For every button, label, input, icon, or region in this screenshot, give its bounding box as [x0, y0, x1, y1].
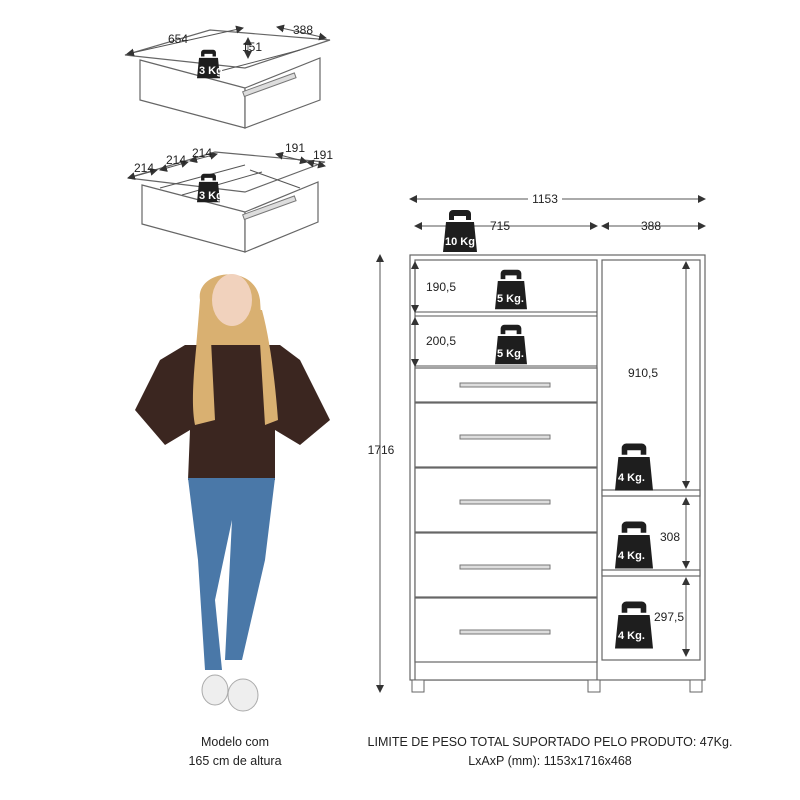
weight-limit-text: LIMITE DE PESO TOTAL SUPORTADO PELO PROD…	[367, 735, 733, 749]
drawers	[414, 367, 598, 663]
shelf2-height-label: 200,5	[426, 334, 456, 348]
product-caption: LIMITE DE PESO TOTAL SUPORTADO PELO PROD…	[360, 733, 740, 771]
divider-dim-1: 214	[134, 161, 154, 175]
left-width-label: 715	[490, 219, 510, 233]
top-weight-label: 10 Kg	[445, 236, 475, 248]
shelf1-height-label: 190,5	[426, 280, 456, 294]
divider-dim-3: 214	[192, 146, 212, 160]
drawer-width-label: 654	[168, 32, 188, 46]
dimensions-text: LxAxP (mm): 1153x1716x468	[468, 754, 632, 768]
divider-dim-2: 214	[166, 153, 186, 167]
shelf1-weight-label: 5 Kg.	[497, 293, 524, 305]
total-width-label: 1153	[532, 192, 558, 206]
hanging-height-label: 910,5	[628, 366, 658, 380]
shelf2-weight-label: 5 Kg.	[497, 348, 524, 360]
divider-dim-5: 191	[313, 148, 333, 162]
model-person-illustration	[135, 274, 330, 712]
drawer-height-label: 151	[242, 40, 262, 54]
model-caption-line2: 165 cm de altura	[188, 754, 282, 768]
wardrobe-diagram: 1153 715 388 1716 190,5 200,5 910,5 308 …	[368, 191, 706, 693]
divider-dim-4: 191	[285, 141, 305, 155]
right-width-label: 388	[641, 219, 661, 233]
drawer-depth-label: 388	[293, 23, 313, 37]
right-shelf1-label: 308	[660, 530, 680, 544]
right3-weight-label: 4 Kg.	[618, 630, 645, 642]
right1-weight-label: 4 Kg.	[618, 472, 645, 484]
drawer-weight-label: 3 Kg.	[199, 65, 226, 77]
drawer-single-diagram: 654 388 151 3 Kg.	[124, 23, 331, 129]
right-shelf2-label: 297,5	[654, 610, 684, 624]
drawer-divided-diagram: 214 214 214 191 191 3 Kg.	[127, 141, 333, 253]
model-caption: Modelo com 165 cm de altura	[160, 733, 310, 771]
drawer2-weight-label: 3 Kg.	[199, 190, 226, 202]
model-caption-line1: Modelo com	[200, 735, 270, 749]
total-height-label: 1716	[368, 443, 395, 457]
right2-weight-label: 4 Kg.	[618, 550, 645, 562]
